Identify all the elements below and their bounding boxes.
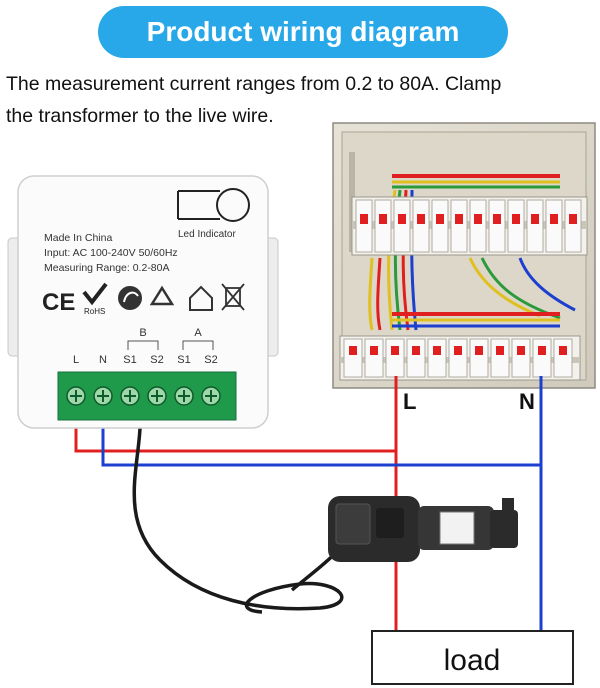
breaker-handle (454, 346, 462, 355)
breaker-handle (455, 214, 463, 224)
neutral-wire (101, 428, 541, 467)
clamp-cable (132, 427, 344, 614)
description: The measurement current ranges from 0.2 … (6, 68, 596, 132)
panel-neutral-label: N (519, 389, 535, 414)
breaker-upper (469, 199, 487, 253)
description-line-2: the transformer to the live wire. (6, 105, 274, 127)
led-indicator-icon (177, 188, 250, 222)
breaker-upper (355, 199, 373, 253)
breaker-lower (490, 338, 510, 378)
rohs-check-icon (82, 282, 108, 306)
breaker-lower (448, 338, 468, 378)
terminal-label: S2 (150, 354, 163, 366)
breaker-upper (488, 199, 506, 253)
description-line-1: The measurement current ranges from 0.2 … (6, 73, 502, 95)
group-b-bracket (127, 340, 159, 350)
banner-title: Product wiring diagram (146, 16, 460, 47)
wires (74, 376, 543, 631)
breaker-handle (538, 346, 546, 355)
breaker-handle (496, 346, 504, 355)
terminal-screw-icon (174, 386, 194, 406)
device-input-spec: Input: AC 100-240V 50/60Hz (44, 247, 178, 259)
breaker-lower (553, 338, 573, 378)
title-banner: Product wiring diagram (98, 6, 508, 58)
breaker-lower (385, 338, 405, 378)
load-box: load (371, 630, 574, 685)
recycle-triangle-icon (149, 285, 175, 306)
breaker-lower (427, 338, 447, 378)
breaker-handle (493, 214, 501, 224)
breaker-lower (532, 338, 552, 378)
breaker-handle (512, 214, 520, 224)
terminal-label: S2 (204, 354, 217, 366)
breaker-handle (412, 346, 420, 355)
led-indicator-label: Led Indicator (178, 229, 236, 240)
live-wire (74, 428, 396, 453)
terminal-screw-icon (201, 386, 221, 406)
device-body (17, 175, 269, 429)
current-clamp (328, 496, 518, 562)
breaker-upper (374, 199, 392, 253)
breaker-lower (406, 338, 426, 378)
weee-bin-icon (221, 283, 245, 311)
terminal-screw-icon (147, 386, 167, 406)
rohs-mark: RoHS (84, 307, 105, 316)
breaker-handle (398, 214, 406, 224)
house-icon (189, 285, 213, 311)
breaker-upper (545, 199, 563, 253)
breaker-handle (433, 346, 441, 355)
breaker-handle (349, 346, 357, 355)
ce-mark-icon: CE (42, 289, 75, 316)
breaker-handle (379, 214, 387, 224)
panel-live-label: L (403, 389, 416, 414)
breaker-upper (450, 199, 468, 253)
device-origin: Made In China (44, 232, 112, 244)
breaker-upper (507, 199, 525, 253)
terminal-label: S1 (123, 354, 136, 366)
breaker-upper (564, 199, 582, 253)
breaker-upper (526, 199, 544, 253)
recycle-disc-icon (118, 286, 142, 310)
terminal-screw-icon (120, 386, 140, 406)
breaker-handle (517, 346, 525, 355)
breaker-handle (370, 346, 378, 355)
device-range-spec: Measuring Range: 0.2-80A (44, 262, 170, 274)
distribution-panel: L N (332, 122, 596, 414)
breaker-lower (364, 338, 384, 378)
breaker-lower (343, 338, 363, 378)
breaker-handle (475, 346, 483, 355)
breaker-handle (474, 214, 482, 224)
breaker-upper (431, 199, 449, 253)
load-label: load (444, 644, 501, 677)
group-a-label: A (194, 327, 202, 339)
breaker-upper (393, 199, 411, 253)
breaker-handle (550, 214, 558, 224)
meter-device: Led Indicator Made In China Input: AC 10… (7, 175, 279, 429)
terminal-label: N (99, 354, 107, 366)
terminal-label: L (73, 354, 79, 366)
breaker-handle (559, 346, 567, 355)
group-a-bracket (182, 340, 214, 350)
breaker-handle (360, 214, 368, 224)
breaker-handle (569, 214, 577, 224)
breaker-handle (417, 214, 425, 224)
breaker-handle (531, 214, 539, 224)
breaker-handle (391, 346, 399, 355)
group-b-label: B (139, 327, 146, 339)
breaker-upper (412, 199, 430, 253)
breaker-lower (511, 338, 531, 378)
breaker-lower (469, 338, 489, 378)
breaker-handle (436, 214, 444, 224)
terminal-label: S1 (177, 354, 190, 366)
terminal-screw-icon (66, 386, 86, 406)
terminal-screw-icon (93, 386, 113, 406)
